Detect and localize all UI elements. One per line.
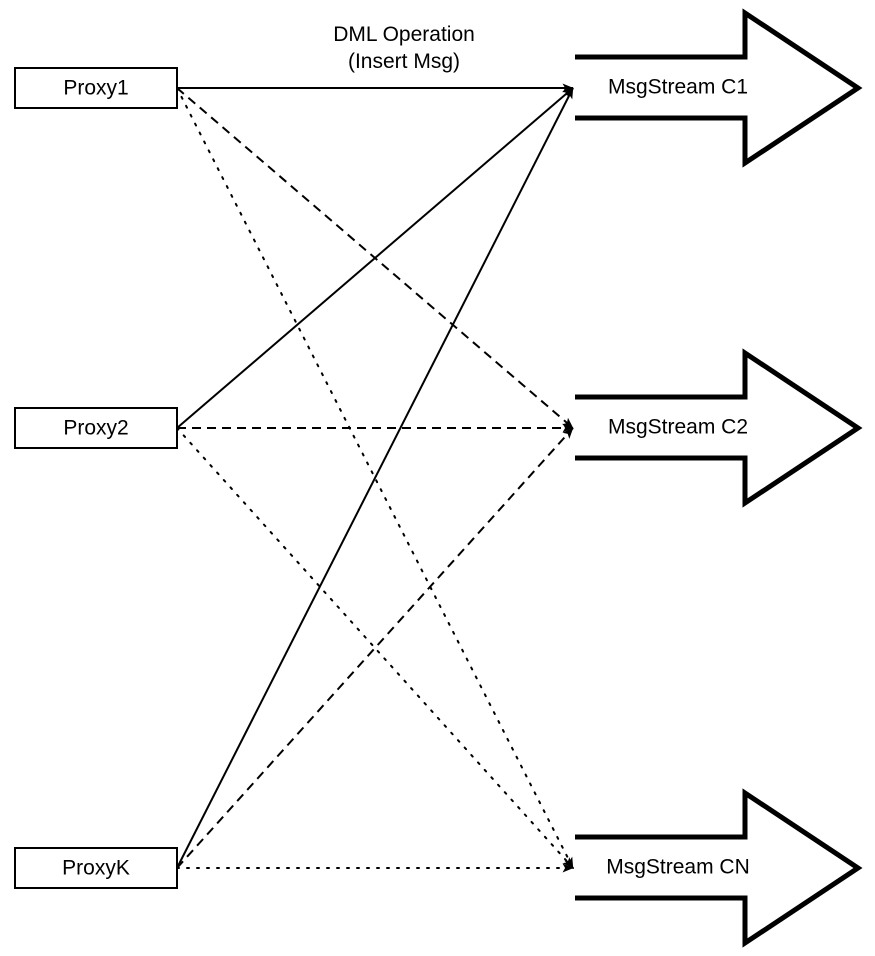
proxy-box-shape xyxy=(14,67,178,109)
block-arrow-icon xyxy=(575,8,863,168)
link-group xyxy=(176,83,574,873)
edge-label-group: DML Operation (Insert Msg) xyxy=(333,23,475,73)
proxy-label: Proxy2 xyxy=(63,417,128,440)
msgstream-label: MsgStream C1 xyxy=(608,76,748,99)
msgstream-stream_c1[interactable]: MsgStream C1 xyxy=(575,8,863,168)
proxy-node-proxy2[interactable]: Proxy2 xyxy=(14,407,178,449)
msgstream-label: MsgStream C2 xyxy=(608,416,748,439)
link-proxyk-to-stream_c2 xyxy=(176,427,574,869)
dml-operation-label-line2: (Insert Msg) xyxy=(348,50,460,73)
proxy-box-shape xyxy=(14,407,178,449)
link-proxy1-to-stream_c2 xyxy=(176,87,574,429)
proxy-label: ProxyK xyxy=(62,857,130,880)
dml-operation-label-line1: DML Operation xyxy=(333,23,475,46)
msgstream-label: MsgStream CN xyxy=(606,856,750,879)
block-arrow-icon xyxy=(575,788,863,948)
proxy-box-shape xyxy=(14,847,178,889)
msgstream-stream_c2[interactable]: MsgStream C2 xyxy=(575,348,863,508)
dml-operation-label: DML Operation (Insert Msg) xyxy=(333,23,475,73)
proxy-label: Proxy1 xyxy=(63,77,128,100)
msgstream-group: MsgStream C1 MsgStream C2 MsgStream CN xyxy=(575,8,863,948)
link-proxyk-to-stream_c1 xyxy=(176,87,574,869)
block-arrow-icon xyxy=(575,348,863,508)
proxy-node-proxy1[interactable]: Proxy1 xyxy=(14,67,178,109)
proxy-node-proxyk[interactable]: ProxyK xyxy=(14,847,178,889)
msgstream-stream_cn[interactable]: MsgStream CN xyxy=(575,788,863,948)
